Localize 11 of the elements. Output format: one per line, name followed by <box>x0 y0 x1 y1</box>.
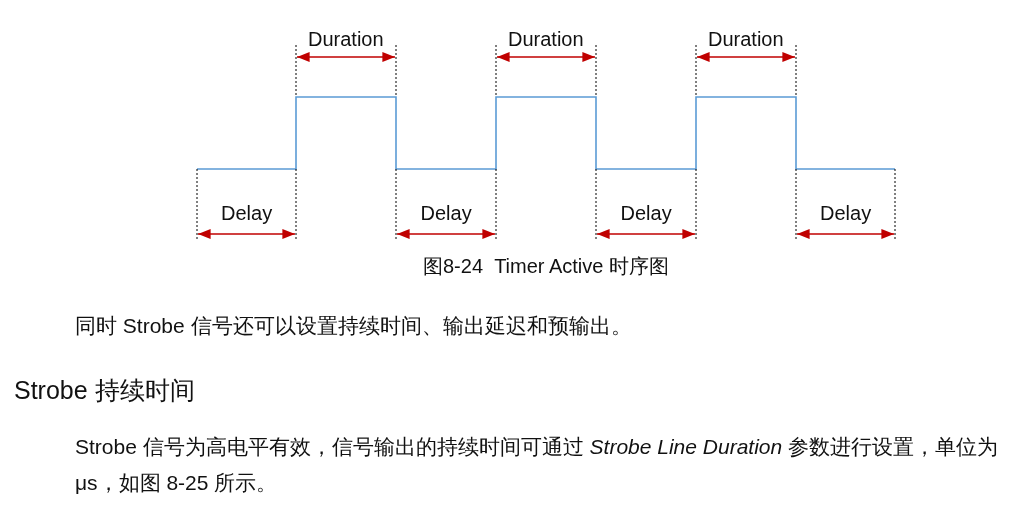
dimension-label: Delay <box>820 202 872 225</box>
figure-caption: 图8-24 Timer Active 时序图 <box>423 254 669 279</box>
dimension-label: Duration <box>508 28 584 51</box>
body-paragraph: Strobe 信号为高电平有效，信号输出的持续时间可通过 Strobe Line Duration 参数进行设置，单位为 μs，如图 8-25 所示。 <box>75 434 999 496</box>
dimension-label: Delay <box>221 202 273 225</box>
dimension-label: Duration <box>708 28 784 51</box>
body-paragraph: 同时 Strobe 信号还可以设置持续时间、输出延迟和预输出。 <box>75 313 632 339</box>
section-heading: Strobe 持续时间 <box>14 375 195 406</box>
dimension-label: Delay <box>620 202 672 225</box>
dimension-label: Duration <box>308 28 384 51</box>
dimension-label: Delay <box>420 202 472 225</box>
